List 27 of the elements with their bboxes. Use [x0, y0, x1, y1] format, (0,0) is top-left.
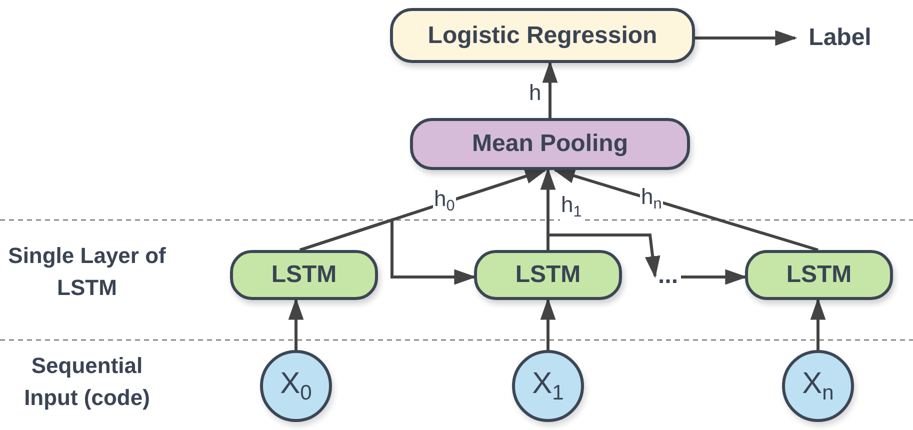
output-text: Label: [808, 24, 872, 52]
arrow: [810, 298, 826, 350]
arrow: [288, 298, 304, 350]
pooling-box: [410, 118, 690, 170]
node-label: X$_{n}$: [802, 366, 834, 406]
arrow: [546, 234, 660, 278]
row-label: Sequential Input (code): [23, 352, 151, 412]
edge-label: h$_{1}$: [560, 194, 583, 224]
node-label: Mean Pooling: [472, 130, 628, 158]
row-label: Single Layer of LSTM: [7, 242, 167, 302]
node-label: LSTM: [515, 261, 581, 289]
arrow: [681, 269, 748, 285]
ellipsis-text: ...: [658, 262, 678, 290]
arrow: [695, 30, 798, 46]
lstm-box: [474, 250, 622, 300]
model-box: [390, 8, 695, 63]
arrow: [300, 218, 476, 285]
node-label: X$_{1}$: [532, 366, 564, 406]
lstm-box: [230, 250, 378, 300]
arrow: [552, 168, 818, 252]
lstm-box: [745, 250, 893, 300]
node-label: LSTM: [271, 261, 337, 289]
arrow: [540, 298, 556, 350]
node-label: X$_{0}$: [280, 366, 312, 406]
node-label: LSTM: [786, 261, 852, 289]
arrow: [542, 60, 558, 118]
node-label: Logistic Regression: [428, 22, 658, 50]
